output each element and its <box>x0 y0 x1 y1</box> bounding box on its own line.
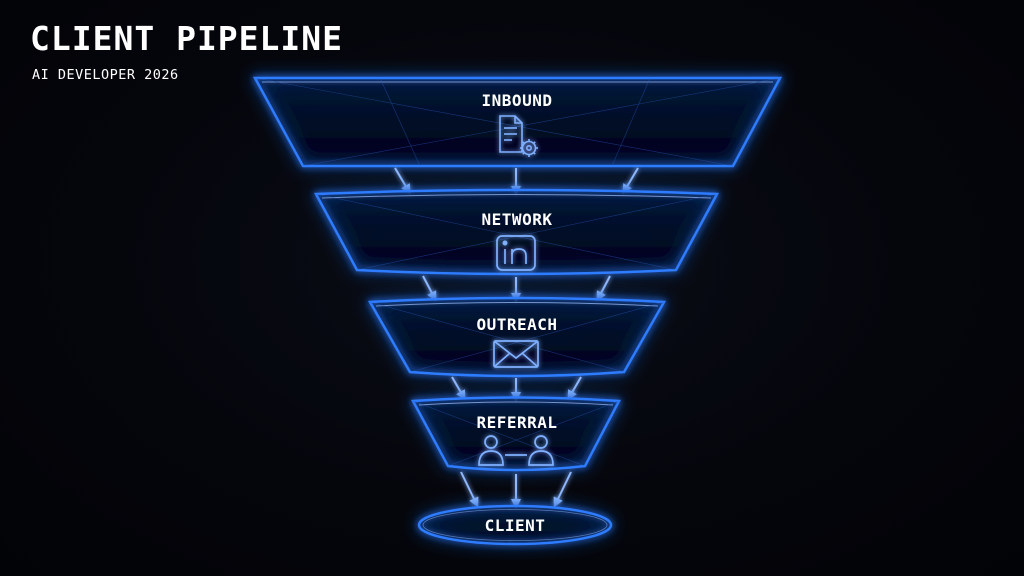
page-title: CLIENT PIPELINE <box>30 19 344 58</box>
stage-shape <box>410 396 621 472</box>
people-connected-icon <box>478 435 554 466</box>
funnel-stage-inbound: INBOUND <box>252 76 783 168</box>
page-subtitle: AI DEVELOPER 2026 <box>32 67 179 83</box>
funnel-stage-outreach: OUTREACH <box>367 296 667 378</box>
stage-inner-rim <box>321 194 712 199</box>
flow-arrow <box>553 471 572 508</box>
flow-arrow <box>422 275 437 302</box>
flow-arrows-4 <box>460 471 572 509</box>
flow-arrows-3 <box>451 376 582 402</box>
stage-label: INBOUND <box>482 91 553 110</box>
flow-arrow <box>567 376 582 401</box>
stage-label: NETWORK <box>482 210 553 229</box>
flow-arrow <box>596 275 611 302</box>
flow-arrow <box>460 471 479 508</box>
stage-label: REFERRAL <box>476 413 557 432</box>
document-gear-icon <box>499 115 538 157</box>
stage-wireframe <box>369 301 665 373</box>
stage-wireframe <box>254 77 781 167</box>
flow-arrow <box>451 376 466 401</box>
stage-label: OUTREACH <box>476 315 557 334</box>
flow-arrows-2 <box>422 275 611 303</box>
envelope-icon <box>493 340 539 368</box>
stage-inner-rim <box>418 401 614 406</box>
funnel-stage-network: NETWORK <box>313 188 720 276</box>
endpoint-shape <box>417 504 613 546</box>
endpoint-inner-rim <box>422 509 608 541</box>
stage-inner-rim <box>375 302 659 307</box>
stage-wireframe <box>315 193 718 271</box>
endpoint-label: CLIENT <box>485 516 546 535</box>
stage-shape <box>313 188 720 276</box>
flow-arrows-1 <box>394 167 639 196</box>
linkedin-icon <box>496 235 536 271</box>
stage-wireframe <box>412 400 620 467</box>
funnel-stage-referral: REFERRAL <box>410 396 621 472</box>
flow-arrow <box>622 167 639 195</box>
stage-shape <box>367 296 667 378</box>
flow-arrow <box>394 167 411 195</box>
funnel-endpoint-client: CLIENT <box>417 504 613 546</box>
